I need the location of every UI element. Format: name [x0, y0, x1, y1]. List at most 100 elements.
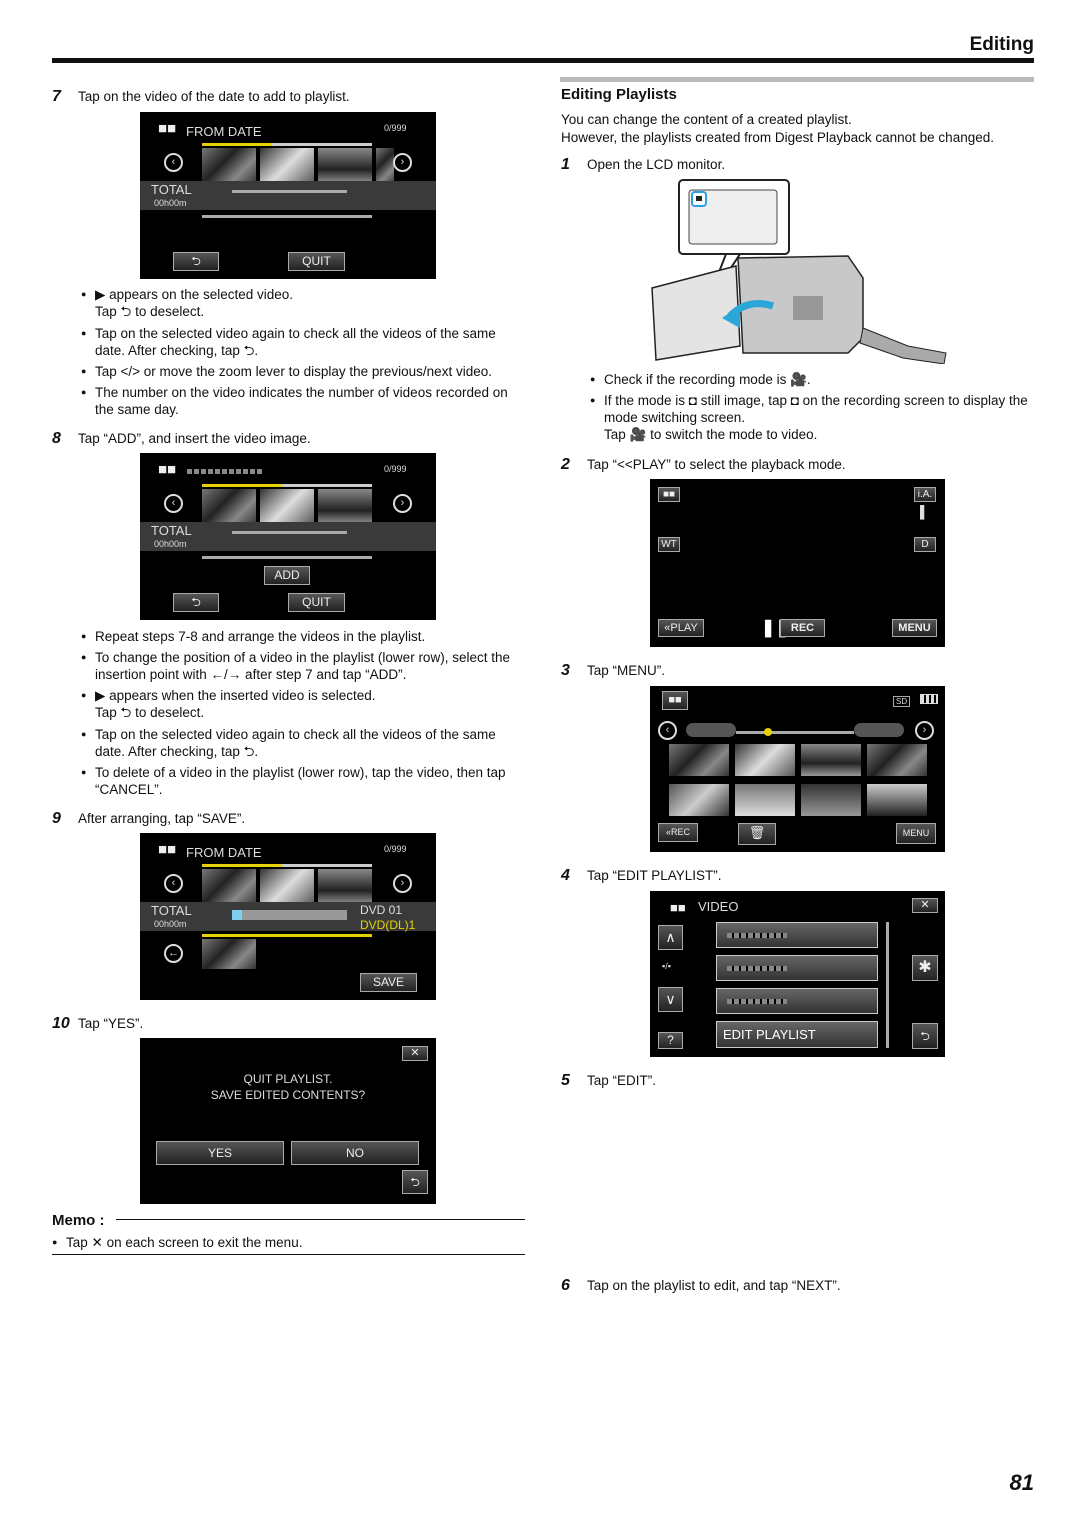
- yes-button[interactable]: YES: [156, 1141, 284, 1165]
- screen-title: FROM DATE: [186, 124, 262, 139]
- next-arrow-icon[interactable]: ›: [393, 153, 412, 172]
- video-thumbnail[interactable]: [318, 869, 372, 905]
- section-title: Editing: [969, 34, 1034, 55]
- screen-add: ■■ 0/999 ‹ › TOTAL 00h00m ADD ⮌ QUIT: [140, 453, 436, 620]
- back-button[interactable]: ⮌: [173, 252, 219, 271]
- close-icon[interactable]: ✕: [912, 898, 938, 913]
- no-button[interactable]: NO: [291, 1141, 419, 1165]
- battery-icon: [920, 694, 938, 704]
- step-1: 1 Open the LCD monitor.: [561, 156, 726, 173]
- video-thumbnail[interactable]: [867, 744, 927, 776]
- bullet-item: Tap on the selected video again to check…: [81, 726, 527, 760]
- step-9: 9 After arranging, tap “SAVE”.: [52, 810, 246, 827]
- d-icon[interactable]: D: [914, 537, 936, 552]
- prev-arrow-icon[interactable]: ‹: [658, 721, 677, 740]
- video-thumbnail[interactable]: [260, 869, 314, 905]
- sd-card-icon: SD: [893, 696, 911, 707]
- video-count: 0/999: [384, 123, 407, 133]
- play-marker-icon: ▶: [95, 688, 110, 703]
- video-thumbnail[interactable]: [669, 784, 729, 816]
- video-mode-icon[interactable]: ■■: [658, 487, 680, 502]
- zoom-wt-icon[interactable]: WT: [658, 537, 680, 552]
- video-thumbnail[interactable]: [801, 744, 861, 776]
- bullet-item: To change the position of a video in the…: [81, 649, 527, 683]
- video-thumbnail[interactable]: [260, 148, 314, 184]
- step-3: 3 Tap “MENU”.: [561, 662, 666, 679]
- menu-button[interactable]: MENU: [896, 823, 936, 844]
- video-thumbnail[interactable]: [735, 784, 795, 816]
- video-thumbnail[interactable]: [735, 744, 795, 776]
- page-number: 81: [1009, 1470, 1034, 1495]
- step-10: 10 Tap “YES”.: [52, 1015, 144, 1032]
- prev-arrow-icon[interactable]: ‹: [164, 153, 183, 172]
- flash-icon: ▌: [920, 505, 929, 519]
- video-thumbnail[interactable]: [202, 489, 256, 525]
- memo-text: Tap ✕ on each screen to exit the menu.: [52, 1234, 522, 1251]
- screen-video-menu: ■■ VIDEO ✕ ∧ ▪/▪ ∨ ? EDIT PLAYLIST ✱ ⮌: [650, 891, 945, 1057]
- header-rule: [52, 58, 1034, 63]
- prev-arrow-icon[interactable]: ‹: [164, 494, 183, 513]
- bullet-item: The number on the video indicates the nu…: [81, 384, 527, 418]
- bullet-item: To delete of a video in the playlist (lo…: [81, 764, 527, 798]
- video-camera-icon: ■■: [158, 841, 177, 858]
- save-button[interactable]: SAVE: [360, 973, 417, 992]
- help-icon[interactable]: ?: [658, 1032, 683, 1049]
- video-thumbnail[interactable]: [867, 784, 927, 816]
- quit-button[interactable]: QUIT: [288, 593, 345, 612]
- bullet-item: Tap on the selected video again to check…: [81, 325, 527, 359]
- video-thumbnail[interactable]: [801, 784, 861, 816]
- quit-button[interactable]: QUIT: [288, 252, 345, 271]
- add-button[interactable]: ADD: [264, 566, 310, 585]
- step-7: 7 Tap on the video of the date to add to…: [52, 88, 350, 105]
- back-button[interactable]: ⮌: [173, 593, 219, 612]
- slider-marker[interactable]: [764, 728, 772, 736]
- scrollbar[interactable]: [886, 922, 889, 1048]
- step-8: 8 Tap “ADD”, and insert the video image.: [52, 430, 311, 447]
- step-4: 4 Tap “EDIT PLAYLIST”.: [561, 867, 722, 884]
- memo-title: Memo :: [52, 1212, 105, 1229]
- screen-recording: ■■ i.A. ▌ WT D «PLAY ❚❚ REC MENU: [650, 479, 945, 647]
- video-thumbnail[interactable]: [260, 489, 314, 525]
- screen-save: ■■ FROM DATE 0/999 ‹ › TOTAL 00h00m DVD …: [140, 833, 436, 1000]
- video-thumbnail[interactable]: [376, 148, 394, 184]
- video-mode-icon[interactable]: ■■: [662, 691, 688, 710]
- prev-arrow-icon[interactable]: ‹: [164, 874, 183, 893]
- scroll-up-icon[interactable]: ∧: [658, 925, 683, 950]
- play-button[interactable]: «PLAY: [658, 619, 704, 637]
- next-arrow-icon[interactable]: ›: [915, 721, 934, 740]
- video-thumbnail[interactable]: [202, 869, 256, 905]
- bullet-item: ▶ appears when the inserted video is sel…: [81, 687, 527, 721]
- back-button[interactable]: ⮌: [912, 1023, 938, 1049]
- video-thumbnail[interactable]: [318, 148, 372, 184]
- section-heading: Editing Playlists: [561, 86, 677, 103]
- menu-item[interactable]: [716, 988, 878, 1014]
- video-thumbnail[interactable]: [318, 489, 372, 525]
- rec-button[interactable]: REC: [780, 619, 825, 637]
- video-thumbnail[interactable]: [202, 939, 256, 969]
- next-arrow-icon[interactable]: ›: [393, 494, 412, 513]
- play-marker-icon: ▶: [95, 287, 110, 302]
- screen-from-date: ■■ FROM DATE 0/999 ‹ › TOTAL 00h00m ⮌ QU…: [140, 112, 436, 279]
- bullet-item: If the mode is ◘ still image, tap ◘ on t…: [590, 392, 1036, 443]
- menu-item[interactable]: [716, 922, 878, 948]
- screen-playback: ■■ SD ‹ › «REC 🗑 MENU: [650, 686, 945, 852]
- edit-playlist-item[interactable]: EDIT PLAYLIST: [716, 1021, 878, 1048]
- video-thumbnail[interactable]: [202, 148, 256, 184]
- menu-button[interactable]: MENU: [892, 619, 937, 637]
- scroll-down-icon[interactable]: ∨: [658, 987, 683, 1012]
- page-indicator: ▪/▪: [662, 961, 671, 971]
- rec-button[interactable]: «REC: [658, 823, 698, 842]
- video-camera-icon: ■■: [158, 120, 177, 137]
- settings-gear-icon[interactable]: ✱: [912, 955, 938, 981]
- back-arrow-icon[interactable]: ←: [164, 944, 183, 963]
- trash-icon[interactable]: 🗑: [738, 823, 776, 845]
- step-2: 2 Tap “<<PLAY” to select the playback mo…: [561, 456, 846, 473]
- next-arrow-icon[interactable]: ›: [393, 874, 412, 893]
- bullet-item: Check if the recording mode is 🎥.: [590, 371, 1030, 388]
- intelligent-auto-icon[interactable]: i.A.: [914, 487, 936, 502]
- menu-item[interactable]: [716, 955, 878, 981]
- video-thumbnail[interactable]: [669, 744, 729, 776]
- camcorder-illustration: [651, 179, 947, 364]
- close-icon[interactable]: ✕: [402, 1046, 428, 1061]
- back-button[interactable]: ⮌: [402, 1170, 428, 1194]
